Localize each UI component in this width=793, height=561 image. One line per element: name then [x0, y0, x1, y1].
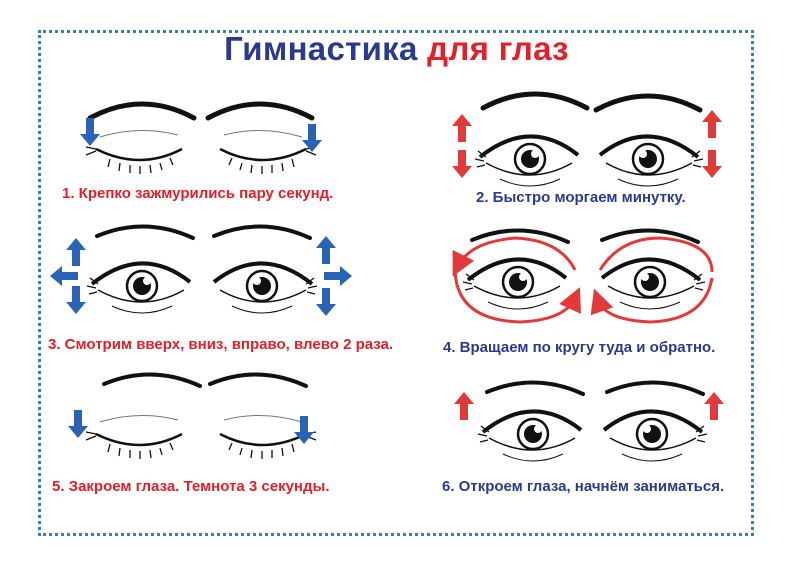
eyebrow-icon — [483, 94, 587, 108]
eyebrow-icon — [600, 228, 700, 244]
exercise-1-illustration — [80, 104, 322, 176]
eyebrow-icon — [596, 96, 700, 110]
open-eye-icon — [598, 134, 705, 188]
open-eye-icon — [85, 261, 192, 315]
exercise-6-caption: 6. Откроем глаза, начнём заниматься. — [442, 478, 725, 495]
open-eye-icon — [600, 257, 707, 311]
circular-arrow-icon — [452, 236, 577, 277]
arrow-up-icon — [452, 114, 472, 142]
open-eye-icon — [602, 409, 709, 463]
open-eye-icon — [476, 409, 583, 463]
exercise-5-illustration — [68, 372, 318, 461]
arrow-down-icon — [68, 410, 88, 438]
circular-arrow-icon — [590, 277, 714, 324]
circular-arrow-icon — [453, 267, 581, 324]
open-eye-icon — [473, 134, 580, 188]
eyebrow-icon — [208, 104, 312, 118]
eyebrow-icon — [605, 380, 705, 396]
exercise-3-illustration — [50, 224, 352, 316]
arrow-down-icon — [316, 288, 336, 316]
exercise-3-caption: 3. Смотрим вверх, вниз, вправо, влево 2 … — [48, 336, 394, 353]
circular-arrow-icon — [598, 236, 714, 273]
eyebrow-icon — [95, 224, 195, 240]
arrow-up-icon — [66, 238, 86, 266]
arrow-down-icon — [702, 150, 722, 178]
arrow-down-icon — [452, 150, 472, 178]
exercise-2-caption: 2. Быстро моргаем минутку. — [476, 189, 686, 206]
eyebrow-icon — [208, 372, 308, 388]
exercise-4-caption: 4. Вращаем по кругу туда и обратно. — [443, 339, 716, 356]
exercise-4-illustration — [452, 228, 714, 324]
closed-eye-icon — [84, 414, 184, 461]
open-eye-icon — [461, 257, 568, 311]
eyebrow-icon — [485, 380, 585, 396]
closed-eye-icon — [218, 129, 318, 176]
arrow-up-icon — [702, 110, 722, 138]
exercise-2-illustration — [452, 94, 722, 188]
eyebrow-icon — [470, 228, 570, 244]
arrow-up-icon — [704, 392, 724, 420]
page-title: Гимнастика для глаз — [0, 30, 793, 68]
exercise-5-caption: 5. Закроем глаза. Темнота 3 секунды. — [52, 478, 330, 495]
arrow-down-icon — [66, 286, 86, 314]
open-eye-icon — [212, 261, 319, 315]
arrow-up-icon — [454, 392, 474, 420]
title-part-2: для глаз — [427, 30, 569, 67]
eyebrow-icon — [90, 104, 194, 118]
arrow-left-icon — [50, 266, 78, 286]
eyebrow-icon — [212, 224, 312, 240]
arrow-right-icon — [324, 266, 352, 286]
arrow-down-icon — [302, 124, 322, 152]
arrow-up-icon — [316, 236, 336, 264]
exercise-6-illustration — [454, 380, 724, 463]
closed-eye-icon — [84, 129, 184, 176]
arrow-down-icon — [80, 118, 100, 146]
dotted-border — [38, 30, 754, 536]
exercise-1-caption: 1. Крепко зажмурились пару секунд. — [62, 185, 334, 202]
eyebrow-icon — [102, 372, 202, 388]
title-part-1: Гимнастика — [224, 30, 418, 67]
